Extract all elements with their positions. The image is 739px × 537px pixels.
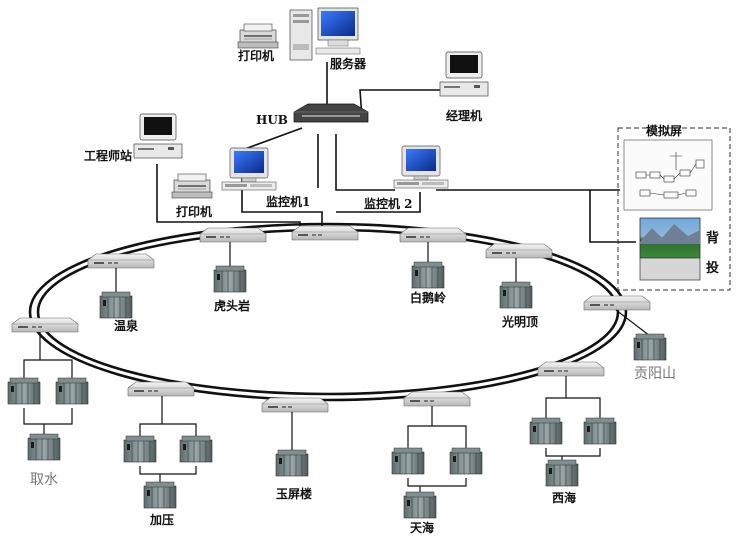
plc-qushui-b [55,377,89,405]
plc-baihe [411,261,445,289]
plc-hutouyan [213,265,247,293]
sim-screen-label: 模拟屏 [646,123,682,138]
label-qushui: 取水 [30,472,58,488]
manager-label: 经理机 [446,108,482,123]
label-yupinglou: 玉屏楼 [276,486,312,501]
plc-yupinglou [275,449,309,477]
monitor1-label: 监控机1 [266,194,310,209]
plc-qushui-a [7,377,41,405]
switch-guangming [485,243,553,259]
plc-gongyang [633,333,667,361]
switch-xihai [537,361,605,377]
label-gongyang: 贡阳山 [634,366,676,382]
uplink-lines [156,62,636,243]
switch-baihe [399,227,467,243]
plc-jiaya-a [123,435,157,463]
label-baihe: 白鹅岭 [410,290,446,305]
switch-hutouyan [199,227,267,243]
manager-pc [439,51,489,97]
printer-left-label: 打印机 [176,204,212,219]
switch-yupinglou [261,397,329,413]
plc-guangming [499,281,533,309]
server [289,7,361,61]
plc-tianhai-a [391,447,425,475]
drop-lines [23,242,651,494]
label-jiaya: 加压 [149,512,174,527]
plc-wenquan [99,291,133,319]
plc-jiaya-main [143,481,177,509]
mimic-panel [623,139,713,211]
switch-gongyang [583,295,651,311]
label-hutouyan: 虎头岩 [214,298,250,313]
plc-jiaya-b [179,435,213,463]
back-proj-label-1: 背 [706,230,719,246]
label-tianhai: 天海 [410,520,434,535]
switch-tianhai [403,391,471,407]
plc-xihai-a [529,417,563,445]
label-guangming: 光明顶 [501,314,538,329]
simulation-screen-group: 模拟屏 背 投 [617,123,731,291]
plc-xihai-main [545,459,579,487]
plc-tianhai-main [403,491,437,519]
switch-top-center [291,225,359,241]
printer-top [237,23,279,49]
plc-xihai-b [583,417,617,445]
label-wenquan: 温泉 [114,318,139,333]
switch-qushui [11,317,79,333]
monitor-pc-2 [393,145,449,189]
hub [293,103,369,123]
printer-top-label: 打印机 [238,48,274,63]
switch-wenquan [87,253,155,269]
hub-label: HUB [256,113,288,127]
server-label: 服务器 [330,56,367,71]
back-proj-label-2: 投 [706,260,719,276]
engineer-station [133,113,183,159]
plc-racks [7,261,667,519]
plc-tianhai-b [449,447,483,475]
printer-left [171,173,213,199]
engineer-label: 工程师站 [84,148,132,163]
monitor-pc-1 [221,147,277,191]
switch-jiaya [127,381,195,397]
monitor2-label: 监控机 2 [364,196,413,211]
back-projection [639,217,701,281]
plc-qushui-main [27,433,61,461]
label-xihai: 西海 [552,490,576,505]
